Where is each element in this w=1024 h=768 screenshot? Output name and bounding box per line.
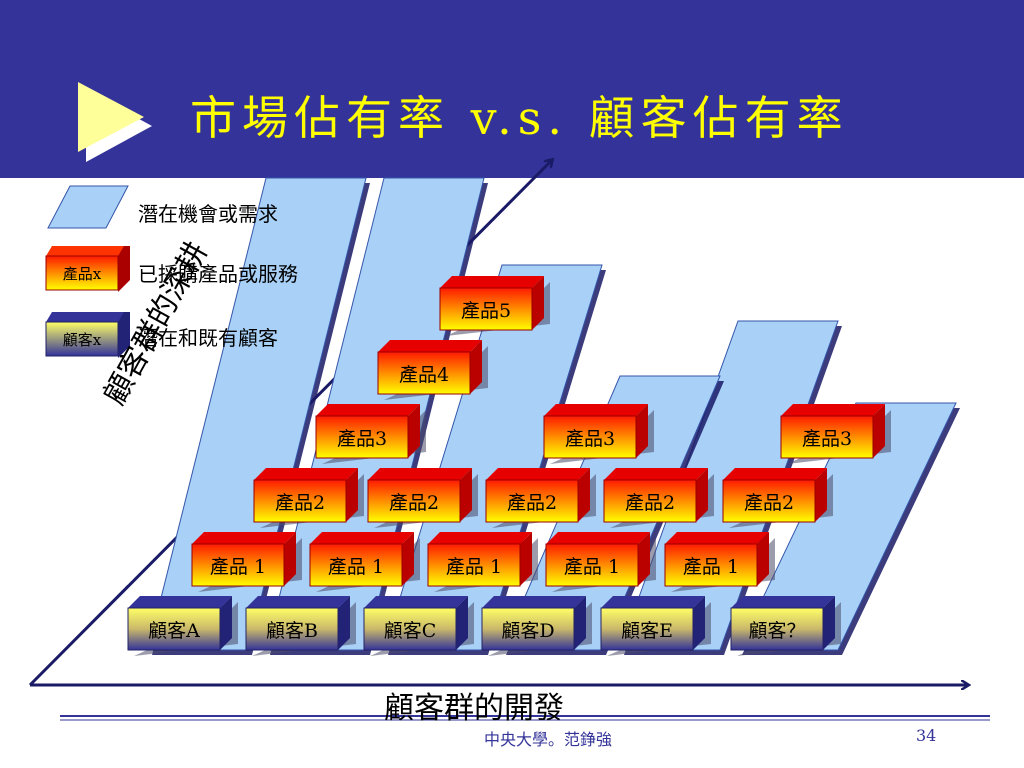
legend-customer-symbol-text: 顧客x: [63, 331, 102, 349]
product-label: 產品2: [744, 492, 794, 514]
slide-title: 市場佔有率 v.s. 顧客佔有率: [190, 91, 849, 145]
legend-product-box: 產品x: [45, 246, 130, 292]
customer-label: 顧客E: [621, 620, 673, 642]
product-box: 產品4: [377, 340, 488, 400]
product-label: 產品4: [399, 364, 449, 386]
legend-label-opportunity: 潛在機會或需求: [138, 202, 278, 226]
product-box: 產品3: [315, 404, 426, 464]
footer-credit: 中央大學。范錚強: [484, 730, 613, 749]
product-box: 產品 1: [545, 532, 656, 592]
product-label: 產品 1: [564, 556, 620, 578]
customer-label: 顧客D: [501, 620, 554, 642]
legend-customer-box: 顧客x: [45, 312, 130, 358]
legend-symbols: 產品x 顧客x: [45, 185, 130, 358]
customer-label: 顧客？: [748, 620, 805, 642]
product-label: 產品 1: [328, 556, 384, 578]
customer-box: 顧客E: [600, 596, 711, 656]
product-label: 產品3: [337, 428, 387, 450]
product-customer-boxes: 顧客A 產品 1 產品2 產品3 產品4 產品5 顧客B 產品 1 產品2 顧客C 產品 1 產品2 產…: [127, 276, 891, 656]
product-label: 產品2: [625, 492, 675, 514]
product-box: 產品 1: [664, 532, 775, 592]
product-label: 產品 1: [683, 556, 739, 578]
page-number: 34: [916, 726, 937, 745]
legend-opportunity-swatch: [47, 185, 129, 229]
product-box: 產品3: [543, 404, 654, 464]
product-box: 產品 1: [191, 532, 302, 592]
product-label: 產品2: [389, 492, 439, 514]
product-box: 產品2: [603, 468, 714, 528]
customer-box: 顧客A: [127, 596, 238, 656]
product-box: 產品2: [367, 468, 478, 528]
title-bar: [0, 0, 1024, 178]
product-box: 產品2: [253, 468, 364, 528]
product-box: 產品2: [485, 468, 596, 528]
product-label: 產品5: [461, 300, 511, 322]
legend-product-symbol-text: 產品x: [63, 265, 102, 283]
customer-box: 顧客？: [730, 596, 841, 656]
product-box: 產品 1: [309, 532, 420, 592]
legend-label-product: 已採購產品或服務: [138, 262, 298, 286]
product-box: 產品5: [439, 276, 550, 336]
product-label: 產品 1: [210, 556, 266, 578]
product-box: 產品2: [722, 468, 833, 528]
product-box: 產品3: [780, 404, 891, 464]
customer-label: 顧客A: [148, 620, 200, 642]
customer-box: 顧客B: [245, 596, 356, 656]
product-label: 產品3: [802, 428, 852, 450]
customer-label: 顧客C: [384, 620, 437, 642]
product-label: 產品2: [507, 492, 557, 514]
customer-box: 顧客C: [363, 596, 474, 656]
customer-label: 顧客B: [266, 620, 318, 642]
horizontal-axis-label: 顧客群的開發: [384, 691, 564, 726]
customer-box: 顧客D: [481, 596, 592, 656]
product-box: 產品 1: [427, 532, 538, 592]
product-label: 產品2: [275, 492, 325, 514]
legend-label-customer: 潛在和既有顧客: [138, 326, 278, 350]
play-arrow-icon: [78, 82, 152, 162]
product-label: 產品 1: [446, 556, 502, 578]
product-label: 產品3: [565, 428, 615, 450]
